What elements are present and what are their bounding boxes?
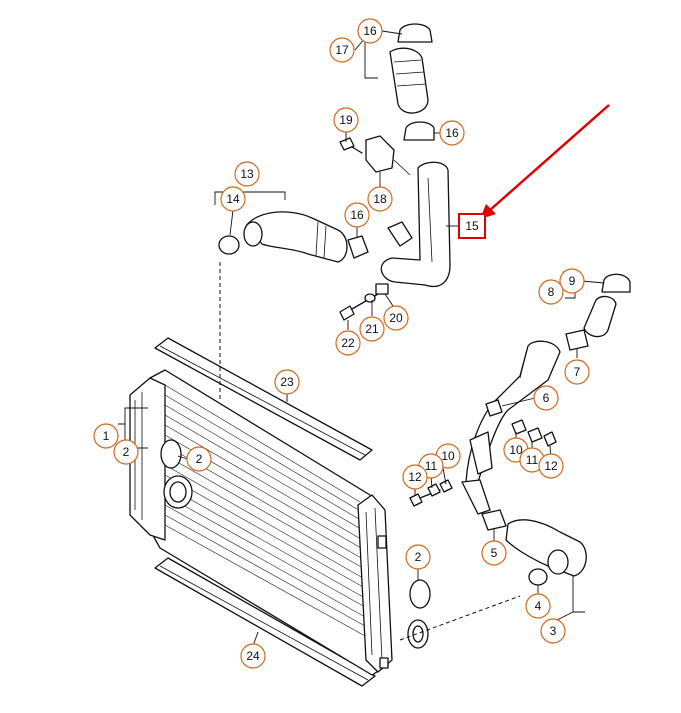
- o-ring-right: [409, 579, 431, 609]
- callout-22[interactable]: 22: [335, 330, 361, 356]
- callout-16[interactable]: 16: [344, 202, 370, 228]
- callout-18[interactable]: 18: [367, 186, 393, 212]
- svg-text:6: 6: [543, 391, 550, 405]
- callout-12[interactable]: 12: [538, 453, 564, 479]
- callout-14[interactable]: 14: [220, 186, 246, 212]
- callout-6[interactable]: 6: [533, 385, 559, 411]
- right-pipe-assembly: [399, 273, 631, 641]
- callout-16[interactable]: 16: [357, 18, 383, 44]
- callout-12[interactable]: 12: [402, 464, 428, 490]
- callout-19[interactable]: 19: [333, 107, 359, 133]
- svg-text:8: 8: [548, 285, 555, 299]
- callout-2[interactable]: 2: [186, 446, 212, 472]
- svg-text:15: 15: [465, 219, 479, 233]
- svg-text:24: 24: [246, 649, 260, 663]
- svg-text:10: 10: [441, 449, 455, 463]
- svg-text:17: 17: [335, 43, 349, 57]
- svg-text:22: 22: [341, 336, 355, 350]
- svg-text:11: 11: [526, 453, 539, 467]
- callout-15-highlighted[interactable]: 15: [458, 213, 486, 239]
- svg-text:20: 20: [389, 311, 403, 325]
- callout-17[interactable]: 17: [329, 37, 355, 63]
- svg-text:18: 18: [373, 192, 387, 206]
- svg-text:12: 12: [544, 459, 558, 473]
- svg-text:3: 3: [550, 624, 557, 638]
- callout-1[interactable]: 1: [93, 423, 119, 449]
- o-ring-left: [160, 439, 182, 469]
- svg-text:9: 9: [569, 274, 576, 288]
- upper-pipe-assembly: [218, 23, 451, 400]
- callout-3[interactable]: 3: [540, 618, 566, 644]
- callout-16[interactable]: 16: [439, 120, 465, 146]
- svg-text:16: 16: [363, 24, 377, 38]
- callout-2[interactable]: 2: [113, 439, 139, 465]
- svg-text:11: 11: [425, 459, 438, 473]
- svg-text:1: 1: [103, 429, 110, 443]
- svg-text:2: 2: [196, 452, 203, 466]
- svg-text:23: 23: [280, 375, 294, 389]
- callout-21[interactable]: 21: [359, 316, 385, 342]
- svg-text:2: 2: [415, 550, 422, 564]
- callout-13[interactable]: 13: [234, 161, 260, 187]
- intercooler-radiator: [129, 337, 429, 687]
- callout-23[interactable]: 23: [274, 369, 300, 395]
- svg-text:13: 13: [240, 167, 254, 181]
- svg-text:4: 4: [535, 599, 542, 613]
- svg-text:16: 16: [350, 208, 364, 222]
- svg-text:14: 14: [226, 192, 240, 206]
- callout-7[interactable]: 7: [564, 359, 590, 385]
- callout-8[interactable]: 8: [538, 279, 564, 305]
- callout-layer: 16 17 19 16 13 14 18 16 15 9 8 22 21 20 …: [93, 18, 590, 669]
- svg-text:5: 5: [491, 546, 498, 560]
- svg-text:10: 10: [509, 443, 523, 457]
- svg-text:16: 16: [445, 126, 459, 140]
- svg-text:12: 12: [408, 470, 422, 484]
- callout-20[interactable]: 20: [383, 305, 409, 331]
- callout-5[interactable]: 5: [481, 540, 507, 566]
- callout-4[interactable]: 4: [525, 593, 551, 619]
- svg-text:21: 21: [365, 322, 379, 336]
- svg-text:7: 7: [574, 365, 581, 379]
- svg-text:19: 19: [339, 113, 353, 127]
- callout-11[interactable]: 11: [519, 447, 545, 473]
- callout-2[interactable]: 2: [405, 544, 431, 570]
- callout-9[interactable]: 9: [559, 268, 585, 294]
- svg-text:2: 2: [123, 445, 130, 459]
- callout-24[interactable]: 24: [240, 643, 266, 669]
- highlight-arrow: [480, 104, 610, 219]
